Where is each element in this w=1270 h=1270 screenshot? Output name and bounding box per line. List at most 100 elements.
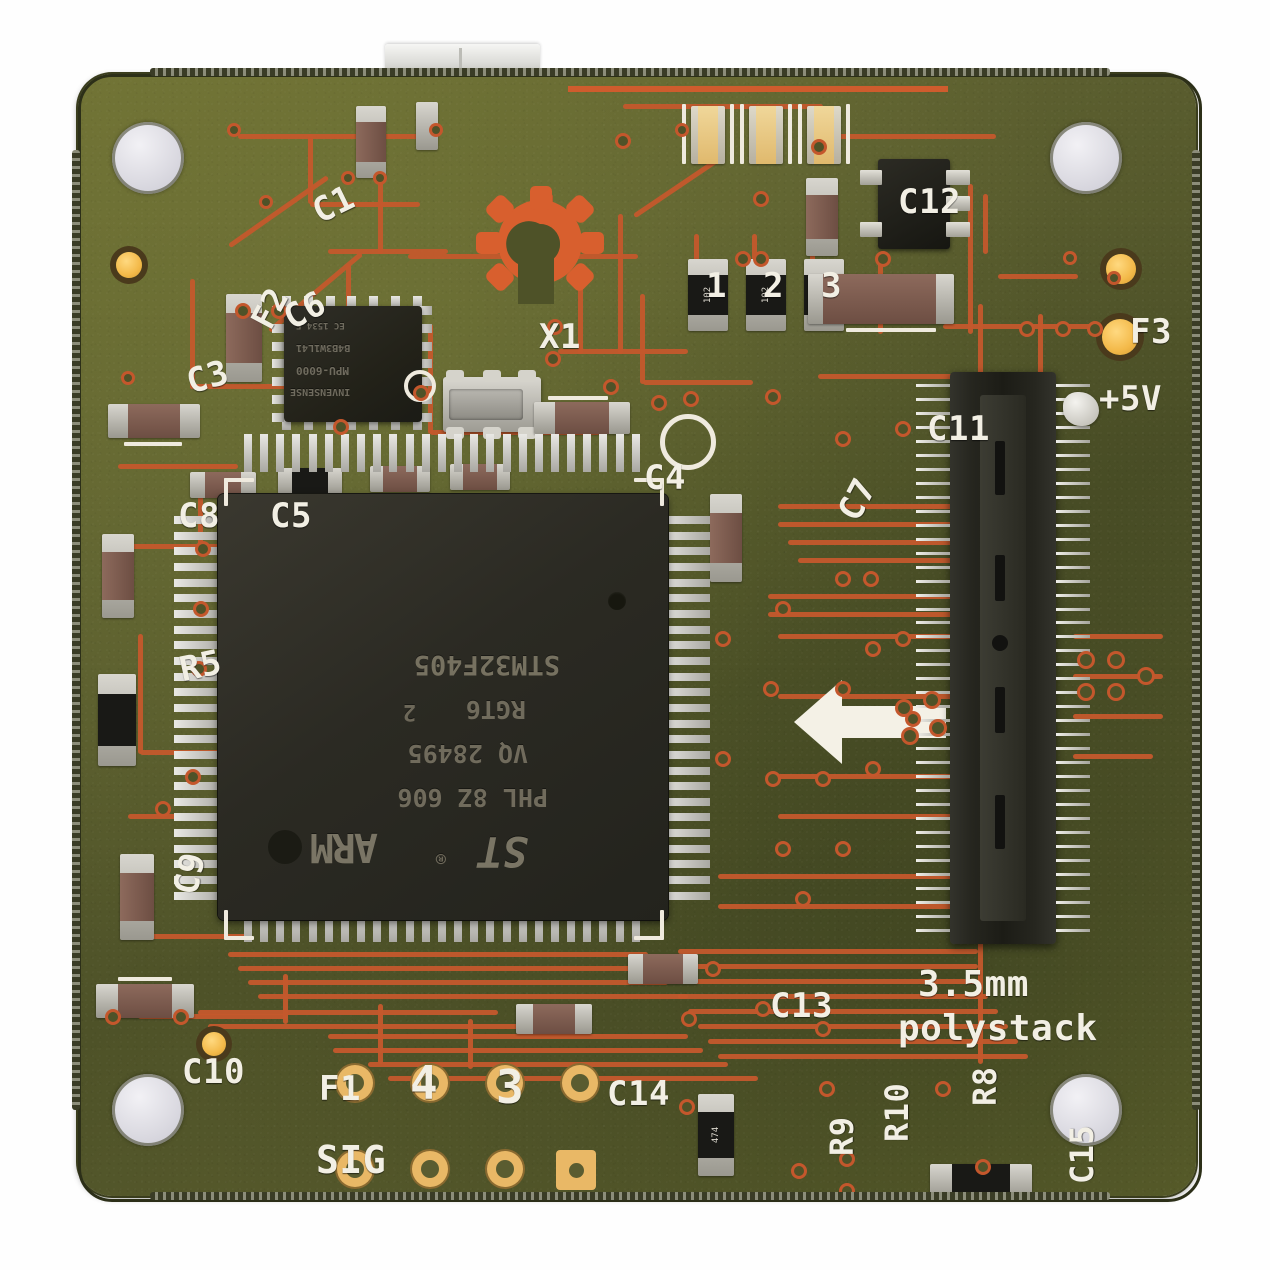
mcu-st-logo: ST: [477, 827, 528, 876]
gnd-pad-2[interactable]: [421, 1160, 439, 1178]
via: [654, 398, 664, 408]
via: [778, 604, 788, 614]
connector-pin: [916, 705, 950, 709]
capacitor-body: [555, 402, 609, 434]
capacitor-c7: [710, 494, 742, 582]
trace: [643, 380, 753, 385]
silk-label-led3: 3: [821, 266, 842, 306]
mcu-marking-rev: 2: [402, 699, 416, 724]
silk-label-led2: 2: [763, 266, 784, 306]
solder-blob: [1063, 392, 1099, 426]
test-pad-5v: [1102, 319, 1138, 355]
trace: [978, 304, 983, 424]
mcu-arm-logo: ARM: [311, 824, 378, 870]
trace: [718, 904, 978, 909]
regulator-pin: [946, 196, 970, 211]
connector-pin: [916, 565, 950, 569]
via: [768, 392, 778, 402]
connector-pins-left: [916, 384, 950, 932]
silk-circle-marker: [404, 370, 436, 402]
via: [682, 1102, 692, 1112]
capacitor-body: [643, 954, 683, 984]
mcu-stm32f405-chip: ARM ® ST PHL 8Z 606 VQ 28495 2 RGT6 STM3…: [218, 494, 668, 920]
connector-pin: [916, 817, 950, 821]
sig-pad-2[interactable]: [421, 1074, 439, 1092]
connector-slit: [994, 686, 1005, 733]
connector-pin: [916, 761, 950, 765]
trace: [122, 544, 222, 549]
connector-pin: [916, 663, 950, 667]
silk-label-f1: F1: [319, 1069, 361, 1109]
pcb-board: EC 1534 E B4B3W1L41 MPU-6000 INVENSENSE: [78, 74, 1196, 1196]
via: [1110, 654, 1122, 666]
mcu-marking-line1: STM32F405: [413, 649, 560, 680]
trace: [1073, 714, 1163, 719]
connector-pin: [916, 928, 950, 932]
connector-pin: [916, 621, 950, 625]
silk-label-c4: C4: [644, 458, 686, 498]
imu-mpu6000-chip: EC 1534 E B4B3W1L41 MPU-6000 INVENSENSE: [284, 306, 422, 422]
capacitor-body: [204, 472, 242, 498]
silk-label-f3: F3: [1130, 312, 1172, 352]
connector-pin: [1056, 425, 1090, 429]
via: [838, 844, 848, 854]
silk-label--5v: +5V: [1099, 379, 1162, 419]
usb-seam: [459, 48, 463, 74]
sig-pad-1[interactable]: [346, 1074, 364, 1092]
via: [550, 322, 560, 332]
silk-label-c15: C15: [1063, 1124, 1101, 1184]
connector-pin: [916, 747, 950, 751]
via: [1110, 274, 1118, 282]
stack-note-line1: 3.5mm: [918, 964, 1029, 1005]
resistor-102-b: 102: [746, 259, 786, 331]
resistor-102-a: 102: [688, 259, 728, 331]
sig-pad-4[interactable]: [571, 1074, 589, 1092]
connector-pin: [916, 537, 950, 541]
silk-label-c8: C8: [178, 496, 220, 536]
status-led-1: [691, 106, 725, 164]
via: [778, 844, 788, 854]
silk-label-r5: R5: [176, 642, 226, 691]
gnd-pad-1[interactable]: [346, 1160, 364, 1178]
via: [842, 1186, 852, 1196]
capacitor-body: [710, 513, 742, 563]
via: [336, 422, 346, 432]
via: [344, 174, 352, 182]
trace: [208, 1024, 538, 1029]
via: [738, 254, 748, 264]
silk-label-c11: C11: [927, 409, 990, 449]
capacitor-near-c1: [416, 102, 438, 150]
connector-pin: [1056, 467, 1090, 471]
mounting-hole-bottom-left: [112, 1074, 184, 1146]
mcu-silk-corner: [224, 936, 254, 940]
mcu-corner-dot: [268, 830, 302, 864]
connector-pin: [1056, 914, 1090, 918]
via: [904, 730, 916, 742]
connector-pin: [1056, 621, 1090, 625]
via: [618, 136, 628, 146]
trace: [998, 274, 1078, 279]
connector-pin: [1056, 481, 1090, 485]
mcu-marking-line3: VQ 28495: [407, 739, 528, 768]
via: [1080, 654, 1092, 666]
led-body: [756, 106, 776, 164]
via: [1110, 686, 1122, 698]
trace: [228, 952, 648, 957]
via: [194, 664, 204, 674]
gnd-pad-4-hole[interactable]: [569, 1163, 584, 1178]
sig-pad-3[interactable]: [496, 1074, 514, 1092]
silk-label-c9: C9: [166, 848, 214, 899]
led-silk: [730, 104, 734, 164]
crystal-can: [448, 389, 524, 420]
mcu-silk-corner: [660, 910, 664, 938]
led-silk: [740, 104, 744, 164]
capacitor-c13: [628, 954, 698, 984]
resistor-body: [292, 468, 328, 494]
resistor-body: [688, 274, 728, 316]
via: [908, 714, 918, 724]
capacitor-c6: [226, 294, 262, 382]
crystal-pad: [446, 370, 464, 382]
gnd-pad-3[interactable]: [496, 1160, 514, 1178]
resistor-code: 474: [711, 1126, 721, 1144]
trace: [788, 540, 973, 545]
